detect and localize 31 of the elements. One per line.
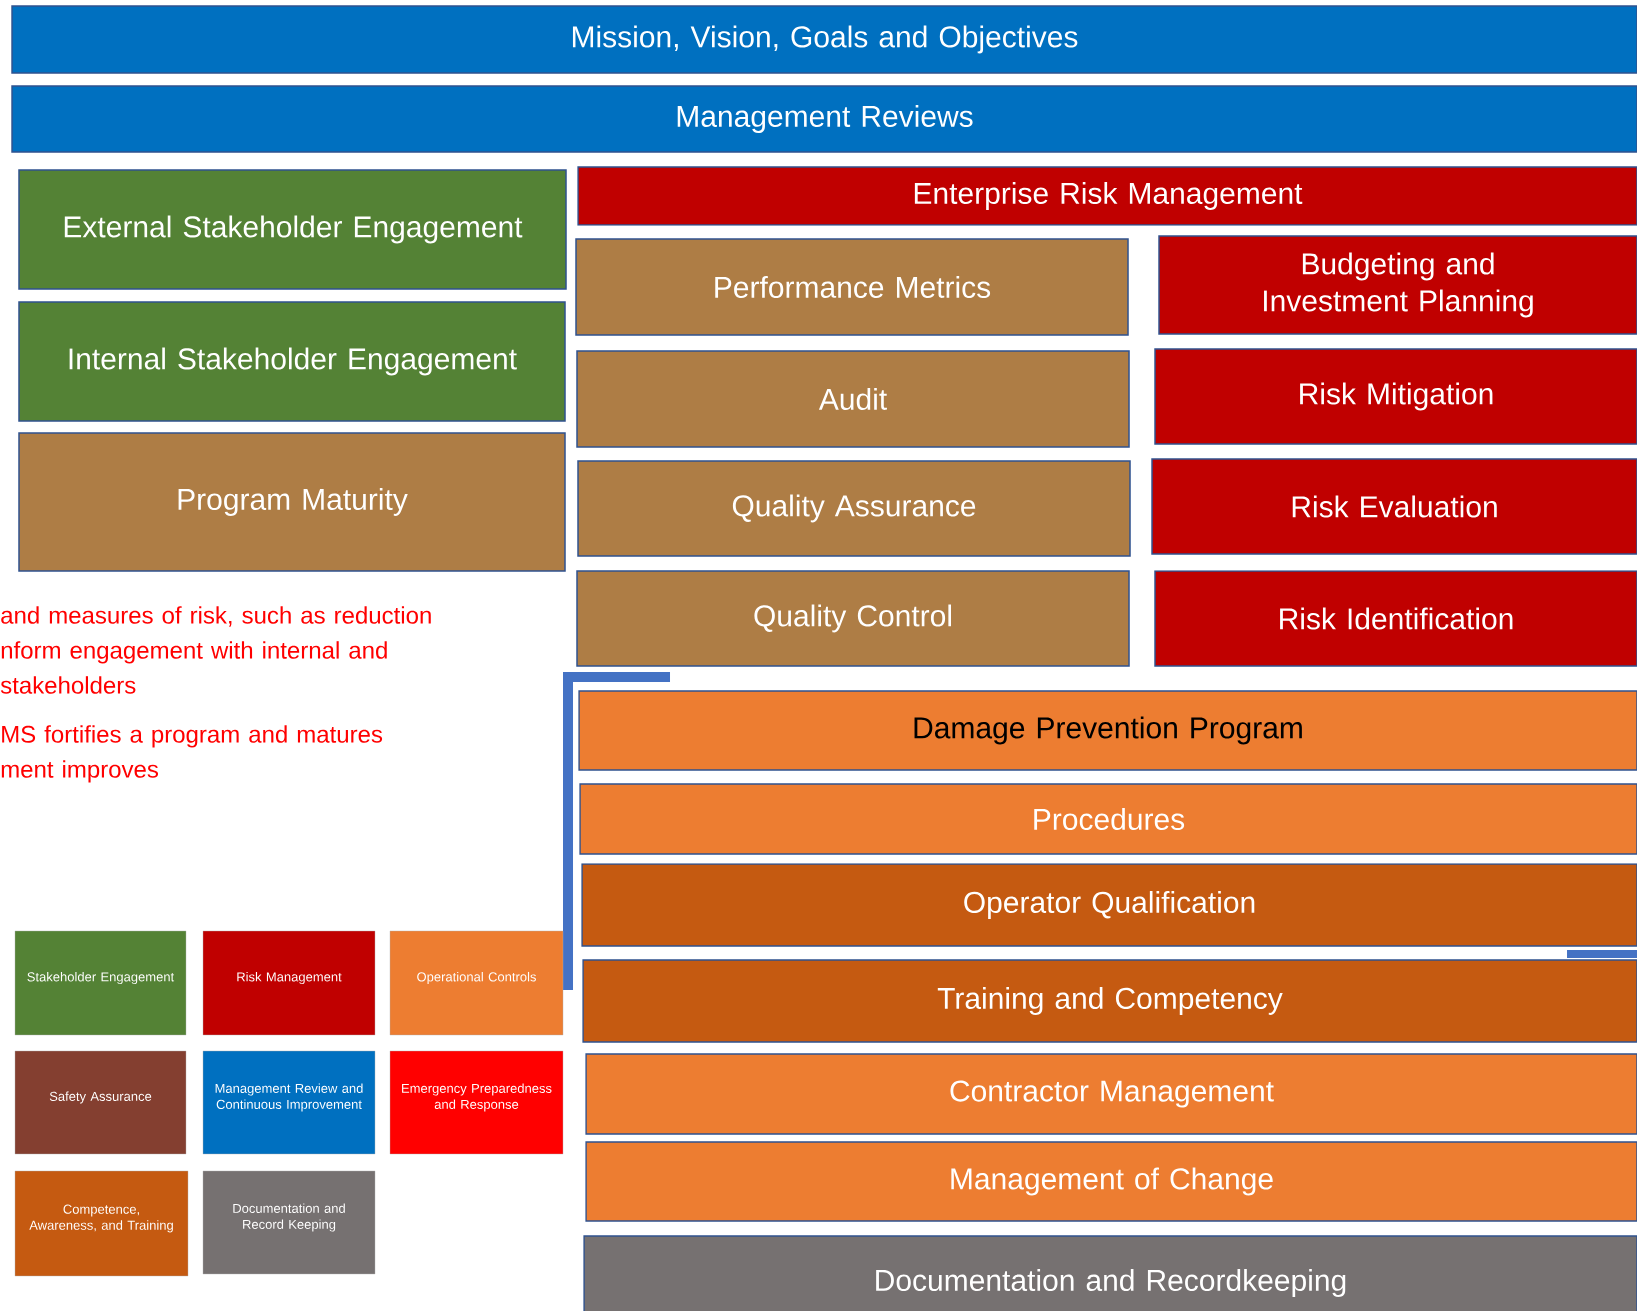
bar: Risk Identification (1154, 570, 1637, 667)
bar: Quality Assurance (577, 460, 1131, 557)
legend-tile: Management Review and Continuous Improvement (202, 1050, 376, 1155)
bar: Management of Change (585, 1141, 1637, 1222)
bar: Budgeting and Investment Planning (1158, 235, 1637, 335)
bar: Contractor Management (585, 1053, 1637, 1135)
bar: Audit (576, 350, 1130, 448)
legend-tile: Competence, Awareness, and Training (14, 1170, 189, 1277)
bar: Training and Competency (582, 959, 1637, 1043)
legend-tile: Operational Controls (389, 930, 564, 1036)
legend-tile: Risk Management (202, 930, 376, 1036)
bar: External Stakeholder Engagement (18, 169, 567, 290)
bar: Enterprise Risk Management (577, 166, 1637, 226)
bar: Documentation and Recordkeeping (583, 1235, 1637, 1311)
legend-tile: Emergency Preparedness and Response (389, 1050, 564, 1155)
note-text: and measures of risk, such as reduction nform engagement with internal and stakeholders (0, 606, 431, 694)
bar: Program Maturity (18, 432, 566, 572)
note-text: MS fortifies a program and matures ment improves (1, 725, 383, 783)
bar: Risk Mitigation (1154, 348, 1637, 445)
legend-tile: Stakeholder Engagement (14, 930, 187, 1036)
bar: Damage Prevention Program (578, 690, 1637, 771)
bar: Quality Control (576, 570, 1130, 667)
bar: Mission, Vision, Goals and Objectives (11, 5, 1637, 74)
bar: Performance Metrics (575, 238, 1129, 336)
bar: Internal Stakeholder Engagement (18, 301, 566, 422)
bar: Risk Evaluation (1151, 458, 1637, 555)
legend-tile: Documentation and Record Keeping (202, 1170, 376, 1275)
bar: Operator Qualification (581, 863, 1637, 947)
bar: Procedures (579, 783, 1637, 855)
bar: Management Reviews (11, 85, 1637, 153)
legend-tile: Safety Assurance (14, 1050, 187, 1155)
